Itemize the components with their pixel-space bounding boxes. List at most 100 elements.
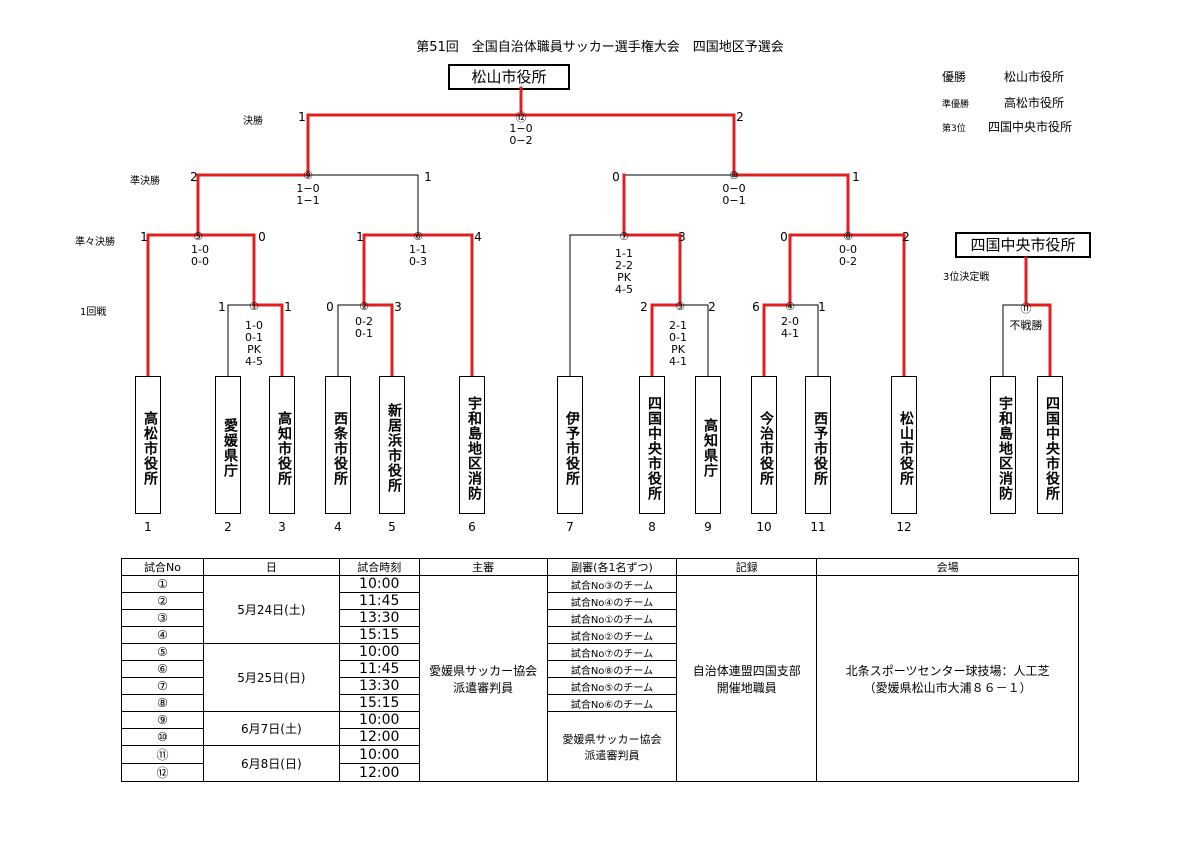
team-number: 1: [144, 520, 152, 534]
table-row: ⑧ 15:15 試合No⑥のチーム: [121, 694, 1079, 712]
result-third: 第3位四国中央市役所: [942, 118, 1072, 135]
match-no-cell: ⑦: [121, 677, 204, 695]
assistant-cell: 試合No⑧のチーム: [546, 660, 678, 678]
team-box: 四国中央市役所: [639, 376, 665, 514]
score-line: 0-0: [839, 243, 857, 256]
result-label: 準優勝: [942, 100, 970, 110]
time-cell: 13:30: [338, 677, 420, 695]
time-cell: 15:15: [338, 694, 420, 712]
table-header-row: 試合No 日 試合時刻 主審 副審(各1名ずつ) 記録 会場: [121, 558, 1079, 576]
round-label-third-place: 3位決定戦: [943, 272, 990, 283]
time-cell: 10:00: [338, 643, 420, 661]
time-cell: 10:00: [338, 575, 420, 593]
table-row: ⑥ 11:45 試合No⑧のチーム: [121, 660, 1079, 678]
team-box: 今治市役所: [751, 376, 777, 514]
match-number: ⑫: [515, 111, 527, 124]
score-line: PK: [617, 271, 631, 284]
referee-line: 愛媛県サッカー協会: [429, 663, 538, 678]
side-score: 1: [140, 230, 148, 244]
score-line: 1−0: [296, 182, 320, 195]
team-box: 愛媛県庁: [215, 376, 241, 514]
team-box: 高松市役所: [135, 376, 161, 514]
assistant-cell: 試合No⑥のチーム: [546, 694, 678, 712]
record-line: 開催地職員: [716, 680, 777, 695]
side-score: 2: [736, 110, 744, 124]
page-title: 第51回 全国自治体職員サッカー選手権大会 四国地区予選会: [416, 40, 784, 55]
match-number: ③: [675, 300, 685, 313]
team-number: 5: [388, 520, 396, 534]
score-line: 0-3: [409, 255, 427, 268]
time-cell: 13:30: [338, 609, 420, 627]
team-number: 12: [896, 520, 912, 534]
score-line: 4-5: [615, 283, 633, 296]
team-number: 10: [756, 520, 772, 534]
day-cell: 6月7日(土): [202, 711, 340, 746]
table-row: ⑫ 12:00: [121, 763, 1079, 782]
side-score: 1: [852, 170, 860, 184]
match-no-cell: ⑫: [121, 763, 204, 782]
match-score: 1−0 0−2: [491, 123, 551, 147]
side-score: 0: [326, 300, 334, 314]
assistant-cell: 試合No③のチーム: [546, 575, 678, 593]
team-box: 四国中央市役所: [1037, 376, 1063, 514]
side-score: 1: [356, 230, 364, 244]
score-line: 0−1: [722, 194, 746, 207]
match-score: 0-0 0-2: [818, 244, 878, 268]
side-score: 2: [708, 300, 716, 314]
team-box: 松山市役所: [891, 376, 917, 514]
column-header: 日: [202, 558, 340, 576]
round-label-quarter: 準々決勝: [75, 237, 115, 248]
match-no-cell: ⑥: [121, 660, 204, 678]
day-cell: 5月25日(日): [202, 643, 340, 712]
score-line: 4-1: [669, 355, 687, 368]
match-number: ⑥: [413, 230, 423, 243]
side-score: 0: [780, 230, 788, 244]
score-line: 1-1: [409, 243, 427, 256]
team-number: 8: [648, 520, 656, 534]
match-number: ⑪: [1020, 302, 1032, 315]
match-score: 1−0 1−1: [278, 183, 338, 207]
side-score: 1: [284, 300, 292, 314]
result-team: 高松市役所: [1004, 96, 1065, 110]
score-line: 0−2: [509, 134, 533, 147]
round-label-final: 決勝: [243, 116, 263, 127]
score-line: 0-1: [355, 327, 373, 340]
side-score: 1: [424, 170, 432, 184]
side-score: 6: [752, 300, 760, 314]
assistant-line: 派遣審判員: [584, 748, 640, 762]
score-line: 2-2: [615, 259, 633, 272]
match-score: 1-1 2-2 PK 4-5: [594, 248, 654, 296]
match-no-cell: ④: [121, 626, 204, 644]
match-score: 不戦勝: [996, 320, 1056, 332]
result-runner-up: 準優勝 高松市役所: [942, 94, 1064, 111]
side-score: 3: [678, 230, 686, 244]
team-box: 新居浜市役所: [379, 376, 405, 514]
match-number: ⑩: [729, 169, 739, 182]
score-line: 1-0: [245, 319, 263, 332]
match-score: 0-2 0-1: [334, 316, 394, 340]
time-cell: 10:00: [338, 711, 420, 729]
time-cell: 12:00: [338, 763, 420, 782]
match-number: ⑦: [619, 230, 629, 243]
match-score: 1-1 0-3: [388, 244, 448, 268]
team-number: 7: [566, 520, 574, 534]
record-line: 自治体連盟四国支部: [692, 663, 801, 678]
time-cell: 11:45: [338, 660, 420, 678]
team-box: 西条市役所: [325, 376, 351, 514]
referee-cell: 愛媛県サッカー協会 派遣審判員: [418, 575, 548, 782]
score-line: 0-0: [191, 255, 209, 268]
team-box: 宇和島地区消防: [990, 376, 1016, 514]
team-box: 伊予市役所: [557, 376, 583, 514]
assistant-cell: 試合No⑦のチーム: [546, 643, 678, 661]
table-row: ⑪ 6月8日(日) 10:00: [121, 745, 1079, 782]
column-header: 試合時刻: [338, 558, 420, 576]
round-label-semi: 準決勝: [130, 176, 160, 187]
bracket-lines: [146, 86, 1052, 378]
team-number: 9: [704, 520, 712, 534]
result-champion: 優勝松山市役所: [942, 68, 1064, 85]
side-score: 0: [612, 170, 620, 184]
table-row: ④ 15:15 試合No②のチーム: [121, 626, 1079, 644]
match-no-cell: ⑤: [121, 643, 204, 661]
side-score: 0: [258, 230, 266, 244]
score-line: PK: [247, 343, 261, 356]
